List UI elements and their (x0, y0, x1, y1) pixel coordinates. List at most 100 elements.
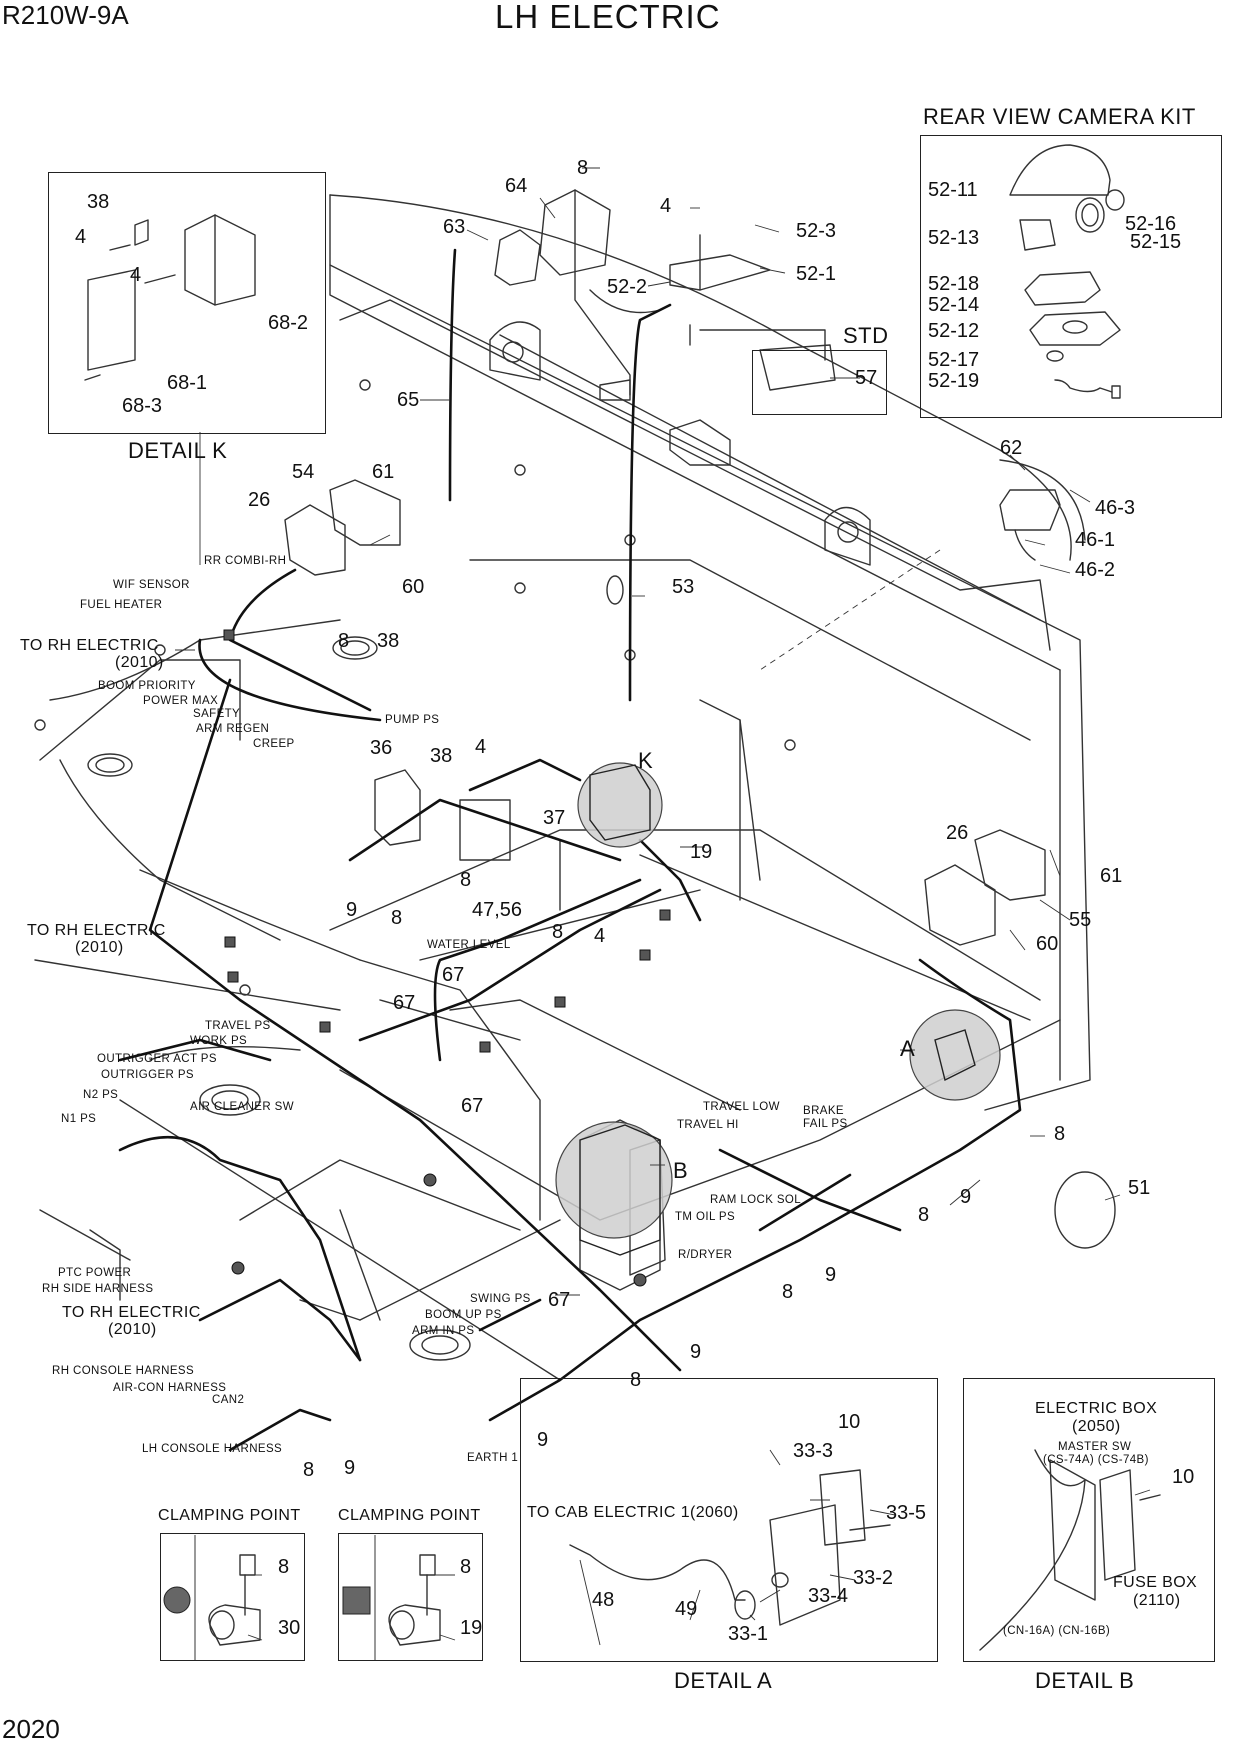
label-rh-console-harness: RH CONSOLE HARNESS (52, 1365, 195, 1377)
label-boom-priority: BOOM PRIORITY (98, 680, 196, 692)
frame-holes (34, 379, 796, 1361)
callout-64: 64 (505, 175, 528, 197)
label-to-rh-electric-2-code: (2010) (75, 939, 124, 956)
label-master-sw: MASTER SW (1058, 1441, 1132, 1453)
label-to-rh-electric-1-code: (2010) (115, 654, 164, 671)
callout-37: 37 (543, 807, 566, 829)
label-electric-box-code: (2050) (1072, 1418, 1121, 1435)
callout-9-right-4: 9 (537, 1429, 549, 1451)
callout-52-14: 52-14 (928, 294, 980, 316)
callout-67-b: 67 (393, 992, 416, 1014)
callout-30: 30 (278, 1617, 301, 1639)
label-travel-low: TRAVEL LOW (703, 1101, 780, 1113)
clamping-point-2-title: CLAMPING POINT (338, 1507, 481, 1524)
items-63-64 (494, 189, 631, 396)
callout-33-3: 33-3 (793, 1440, 834, 1462)
callout-33-2: 33-2 (853, 1567, 894, 1589)
square-clamp-symbol (342, 1586, 371, 1615)
callout-62: 62 (1000, 437, 1023, 459)
callout-60: 60 (402, 576, 425, 598)
label-master-sw-codes: (CS-74A) (CS-74B) (1043, 1454, 1149, 1466)
callout-68-1: 68-1 (167, 372, 208, 394)
callout-9-right-2: 9 (825, 1264, 837, 1286)
label-brake-fail-ps: BRAKE FAIL PS (803, 1105, 848, 1131)
label-cn16: (CN-16A) (CN-16B) (1003, 1625, 1111, 1637)
callout-48: 48 (592, 1589, 615, 1611)
callout-52-15: 52-15 (1130, 231, 1182, 253)
callout-9-right-3: 9 (690, 1341, 702, 1363)
callout-52-17: 52-17 (928, 349, 980, 371)
label-rr-combi-rh: RR COMBI-RH (204, 555, 287, 567)
callout-57: 57 (855, 367, 878, 389)
callout-8-clamp-1: 8 (278, 1556, 290, 1578)
callout-52-19: 52-19 (928, 370, 980, 392)
callout-67-a: 67 (442, 964, 465, 986)
label-arm-in-ps: ARM IN PS (412, 1325, 475, 1337)
label-ram-lock-sol: RAM LOCK SOL (710, 1194, 802, 1206)
callout-9-a: 9 (346, 899, 358, 921)
callout-53: 53 (672, 576, 695, 598)
callout-51: 51 (1128, 1177, 1151, 1199)
callout-61: 61 (372, 461, 395, 483)
callout-26: 26 (248, 489, 271, 511)
detail-b-title: DETAIL B (1035, 1668, 1135, 1693)
label-to-rh-electric-3-code: (2010) (108, 1321, 157, 1338)
callout-60-right: 60 (1036, 933, 1059, 955)
detail-zoom-circles (555, 762, 1001, 1256)
detail-b-marker: B (673, 1158, 688, 1183)
callout-8-top: 8 (577, 157, 589, 179)
page-title: LH ELECTRIC (495, 0, 721, 35)
callout-26-right: 26 (946, 822, 969, 844)
callout-8-a: 8 (391, 907, 403, 929)
callout-4-c: 4 (594, 925, 606, 947)
label-outrigger-act-ps: OUTRIGGER ACT PS (97, 1053, 217, 1065)
label-arm-regen: ARM REGEN (196, 723, 270, 735)
label-to-cab-electric: TO CAB ELECTRIC 1(2060) (527, 1504, 739, 1521)
callout-68-2: 68-2 (268, 312, 309, 334)
callout-33-1: 33-1 (728, 1623, 769, 1645)
detail-b-frame (963, 1378, 1215, 1662)
callout-8-c: 8 (552, 921, 564, 943)
label-fuse-box: FUSE BOX (1113, 1574, 1198, 1591)
callout-4-k-1: 4 (75, 226, 87, 248)
label-fuel-heater: FUEL HEATER (80, 599, 163, 611)
wire-harness (118, 248, 1022, 1452)
label-fuse-box-code: (2110) (1133, 1592, 1181, 1609)
label-travel-hi: TRAVEL HI (677, 1119, 739, 1131)
rear-view-camera-kit-title: REAR VIEW CAMERA KIT (923, 104, 1196, 129)
detail-k-drawing (84, 214, 256, 381)
callout-52-1: 52-1 (796, 263, 837, 285)
callout-63: 63 (443, 216, 466, 238)
callout-19-clamp: 19 (460, 1617, 483, 1639)
callout-52-2: 52-2 (607, 276, 648, 298)
detail-a-drawing (569, 1469, 891, 1626)
page-number: 2020 (2, 1714, 60, 1744)
detail-k-marker: K (638, 748, 653, 773)
label-ptc-power: PTC POWER (58, 1267, 132, 1279)
clamping-point-1-title: CLAMPING POINT (158, 1507, 301, 1524)
callout-38-b: 38 (430, 745, 453, 767)
label-earth1: EARTH 1 (467, 1452, 519, 1464)
callout-19: 19 (690, 841, 713, 863)
label-safety: SAFETY (193, 708, 241, 720)
detail-k-title: DETAIL K (128, 438, 228, 463)
callout-8-right: 8 (1054, 1123, 1066, 1145)
callout-61-right: 61 (1100, 865, 1123, 887)
callout-52-16: 52-16 (1125, 213, 1177, 235)
detail-k-frame (48, 172, 326, 434)
label-travel-ps: TRAVEL PS (205, 1020, 271, 1032)
label-pump-ps: PUMP PS (385, 714, 440, 726)
items-26-55-right (924, 829, 1046, 946)
callout-67-d: 67 (548, 1289, 571, 1311)
label-creep: CREEP (253, 738, 295, 750)
detail-a-title: DETAIL A (674, 1668, 773, 1693)
label-to-rh-electric-3: TO RH ELECTRIC (62, 1304, 201, 1321)
std-title: STD (843, 323, 889, 348)
callout-9-bottom-left: 9 (344, 1457, 356, 1479)
callout-68-3: 68-3 (122, 395, 163, 417)
callout-67-c: 67 (461, 1095, 484, 1117)
label-swing-ps: SWING PS (470, 1293, 531, 1305)
callout-49: 49 (675, 1598, 698, 1620)
label-lh-console-harness: LH CONSOLE HARNESS (142, 1443, 283, 1455)
